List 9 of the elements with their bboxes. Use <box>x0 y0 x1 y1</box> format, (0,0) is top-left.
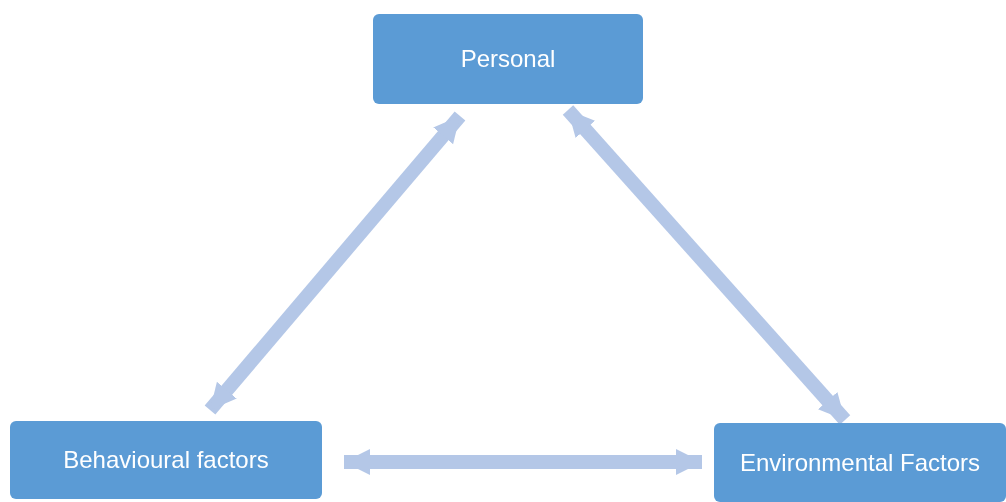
process-box <box>373 14 643 104</box>
double-arrow <box>344 449 702 475</box>
double-arrow <box>562 105 851 425</box>
process-box <box>10 421 322 499</box>
double-arrow <box>204 111 466 415</box>
process-box <box>714 423 1006 502</box>
node-label: Personal <box>460 45 556 73</box>
node-label: Behavioural factors <box>63 446 269 474</box>
node-label: Environmental Factors <box>739 448 981 477</box>
